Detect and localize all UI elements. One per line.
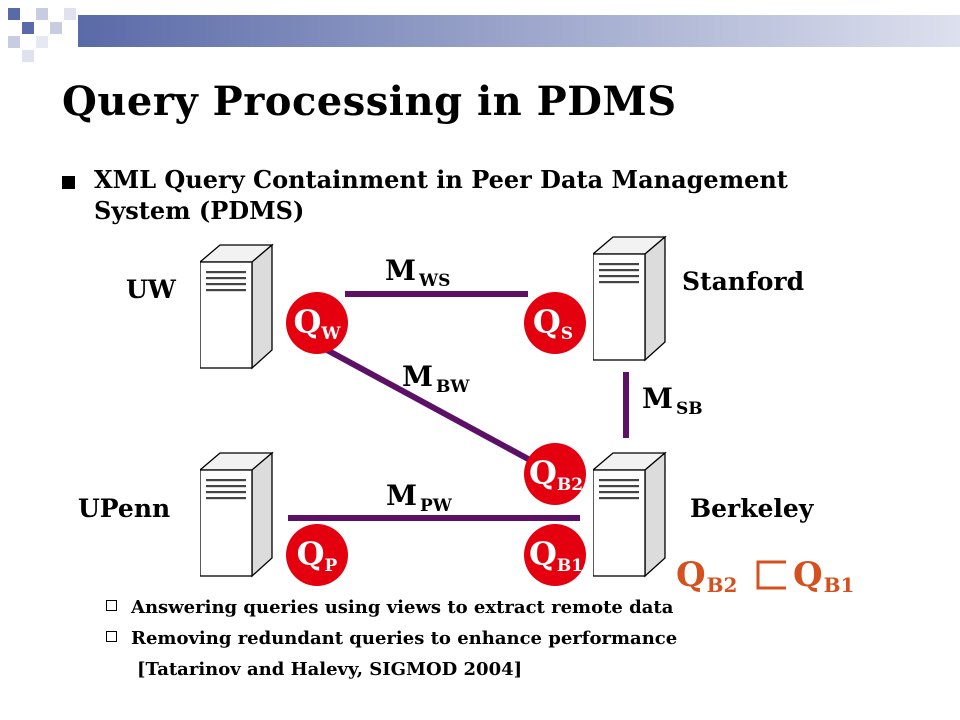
site-label-berkeley: Berkeley (690, 494, 814, 523)
bullet-marker (62, 176, 75, 189)
query-node-qb1 (524, 524, 586, 586)
slide-title: Query Processing in PDMS (62, 78, 677, 125)
query-node-qp (286, 524, 348, 586)
site-label-stanford: Stanford (682, 267, 805, 296)
main-bullet: XML Query Containment in Peer Data Manag… (94, 165, 788, 225)
sub-bullet-2: Removing redundant queries to enhance pe… (106, 628, 677, 649)
berkeley-server-icon (593, 452, 666, 577)
containment-left: QB2 (676, 555, 737, 597)
query-label-qp: QP (297, 535, 338, 576)
query-label-qw: QW (294, 303, 342, 344)
query-label-qb1: QB1 (529, 535, 583, 576)
query-node-qw (286, 292, 348, 354)
contained-in-icon (756, 560, 786, 590)
checkbox-bullet-icon (106, 600, 117, 611)
site-label-uw: UW (126, 275, 176, 304)
query-label-qs: QS (533, 303, 573, 344)
stanford-server-icon (593, 236, 666, 361)
uw-server-icon (200, 244, 273, 369)
query-node-qb2 (524, 443, 586, 505)
query-label-qb2: QB2 (529, 454, 583, 495)
sub-bullet-1: Answering queries using views to extract… (106, 597, 673, 618)
upenn-server-icon (200, 452, 273, 577)
site-label-upenn: UPenn (78, 494, 171, 523)
mapping-line-bw (325, 347, 532, 463)
citation: [Tatarinov and Halevy, SIGMOD 2004] (137, 659, 523, 680)
query-node-qs (524, 292, 586, 354)
checkbox-bullet-icon (106, 631, 117, 642)
containment-right: QB1 (793, 555, 854, 597)
